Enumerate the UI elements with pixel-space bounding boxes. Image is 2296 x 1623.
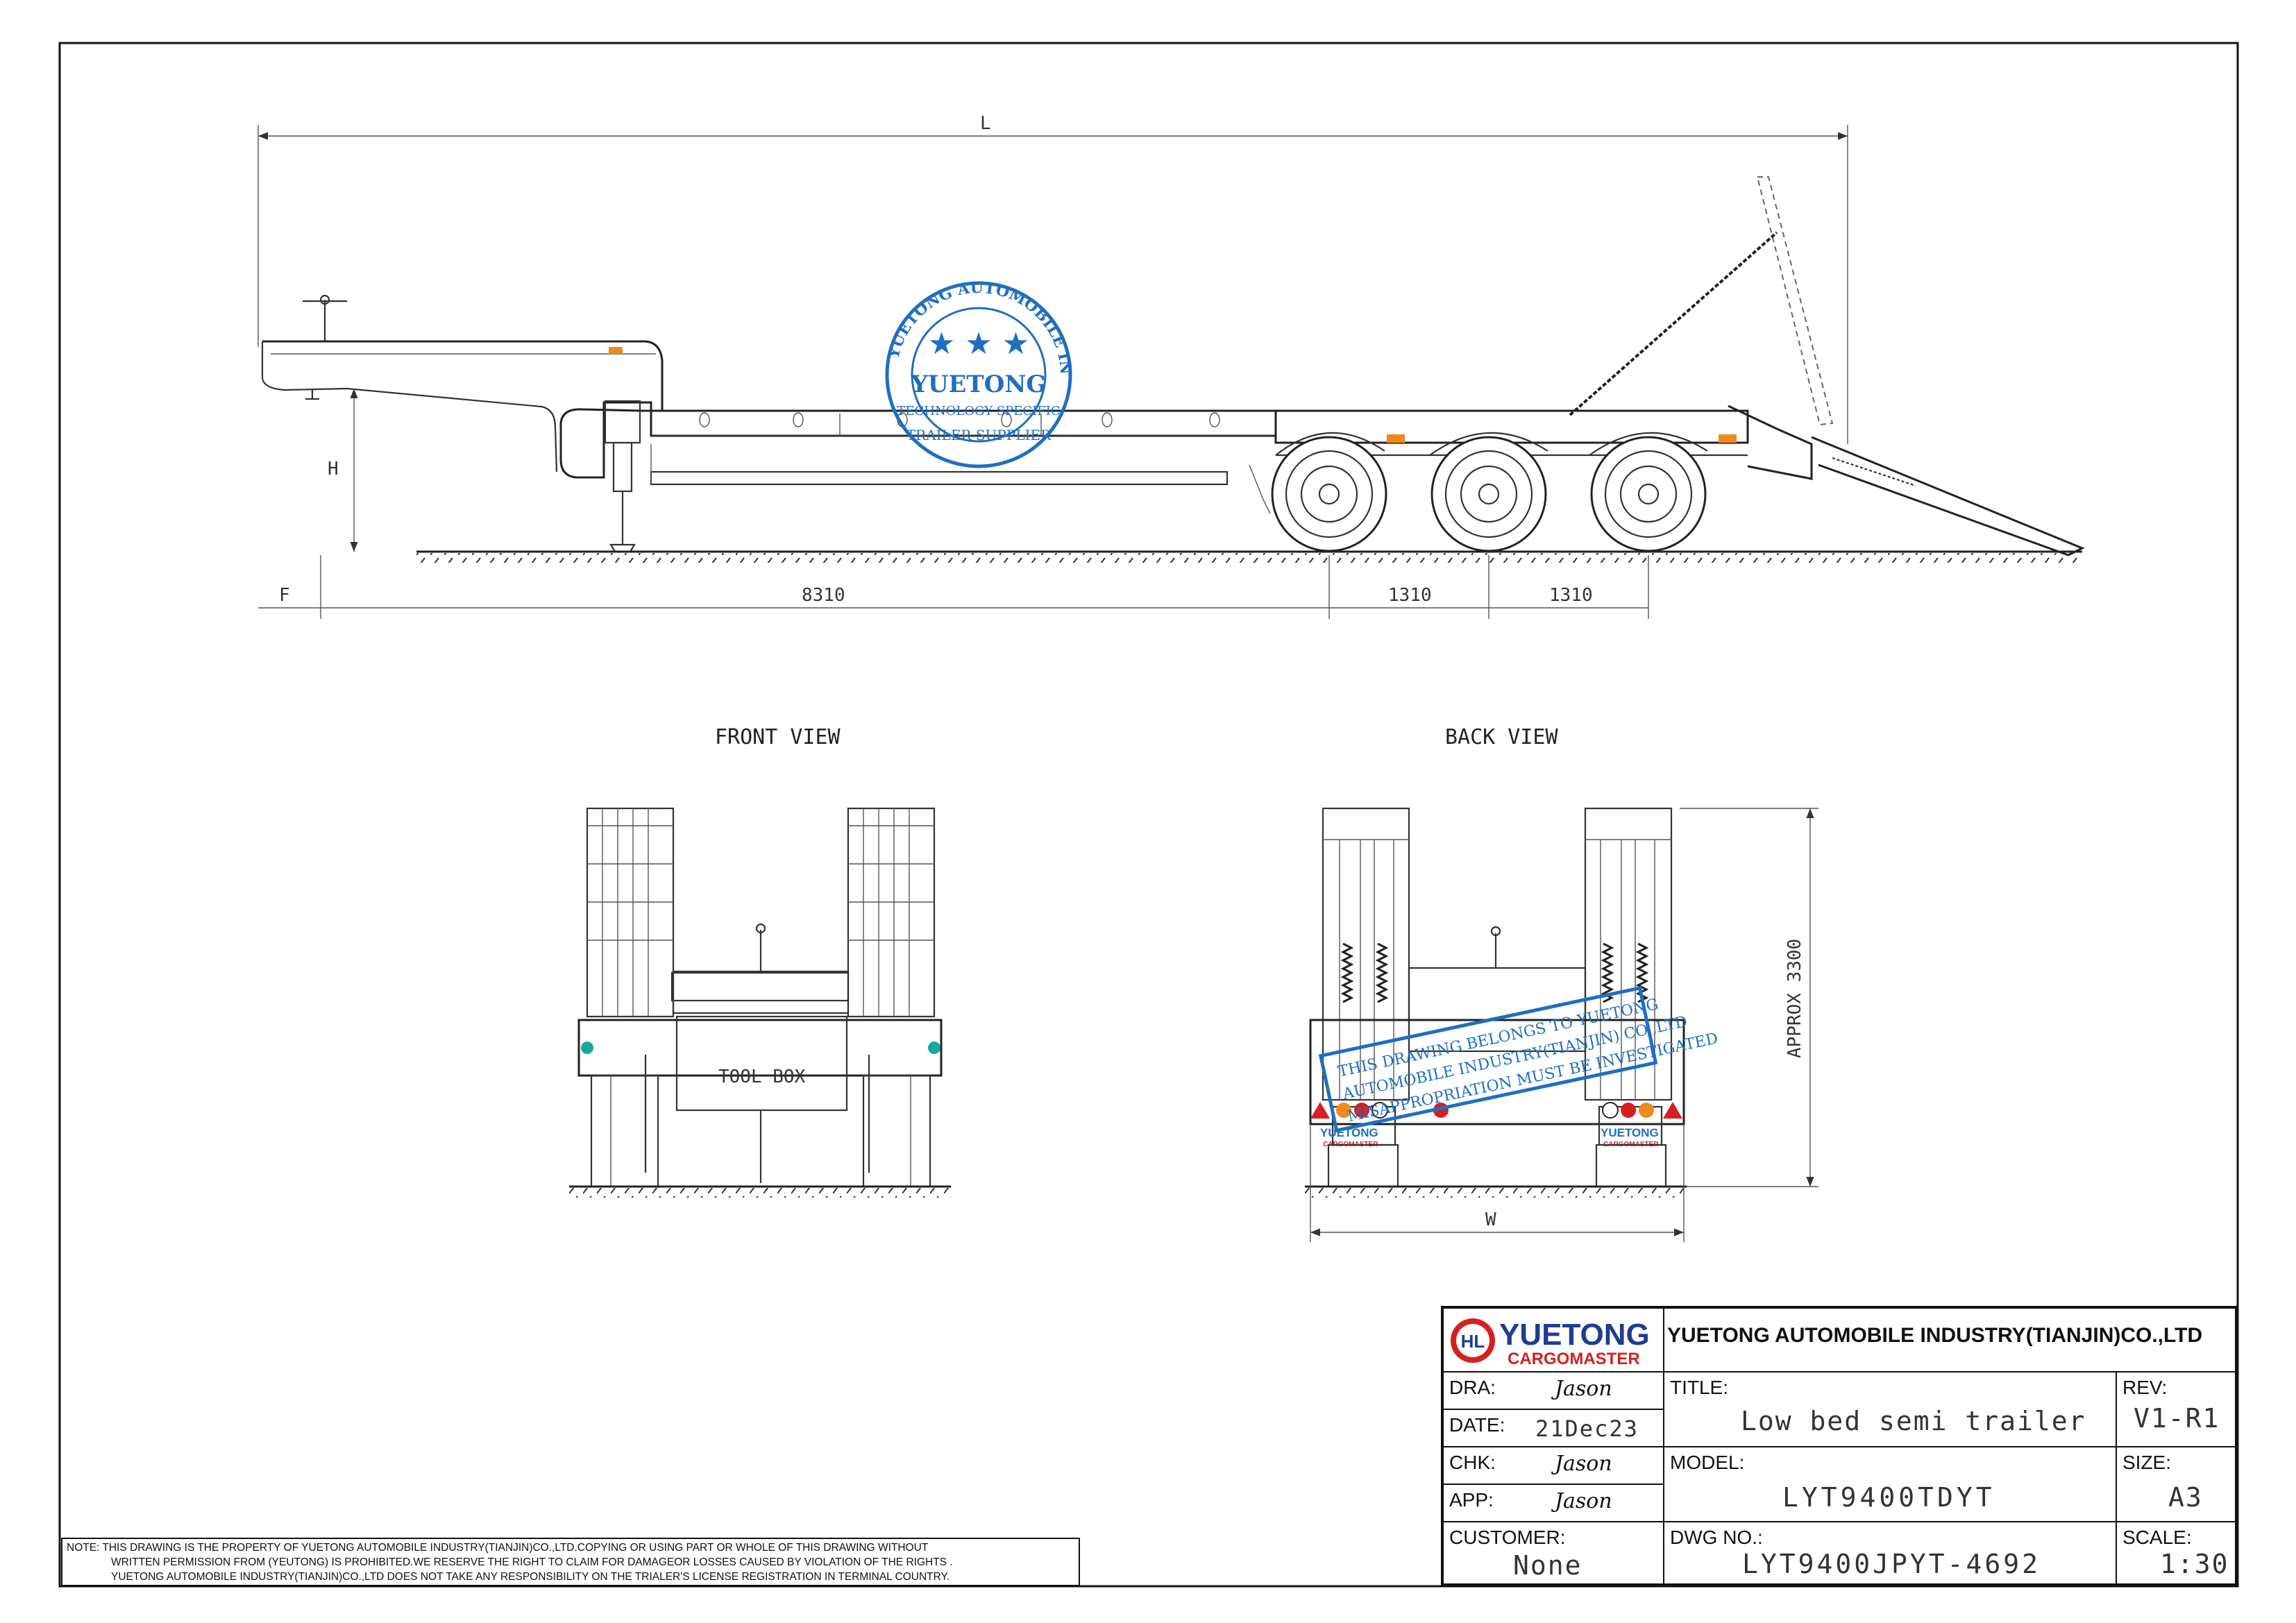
svg-text:HL: HL <box>1461 1331 1485 1352</box>
sheet-border <box>58 42 2239 1588</box>
svg-text:YUETONG: YUETONG <box>1499 1318 1650 1352</box>
chk-label: CHK: <box>1449 1452 1496 1473</box>
size-value: A3 <box>2168 1482 2203 1513</box>
company-name: YUETONG AUTOMOBILE INDUSTRY(TIANJIN)CO.,… <box>1667 1324 2203 1347</box>
front-view: FRONT VIEW TOOL BOX <box>569 725 951 1198</box>
dim-axle-spacing-2: 1310 <box>1549 585 1593 606</box>
rev-label: REV: <box>2122 1377 2168 1398</box>
logo-cell: HL YUETONG CARGOMASTER <box>1443 1308 1664 1372</box>
tool-box <box>675 1015 848 1112</box>
customer-label: CUSTOMER: <box>1449 1527 1566 1548</box>
dwg-cell: DWG NO.: LYT9400JPYT-4692 <box>1664 1522 2116 1584</box>
company-cell: YUETONG AUTOMOBILE INDUSTRY(TIANJIN)CO.,… <box>1664 1308 2236 1372</box>
scale-cell: SCALE: 1:30 <box>2116 1522 2236 1584</box>
dim-front: F <box>279 585 290 606</box>
dim-axle-spacing-1: 1310 <box>1388 585 1432 606</box>
size-cell: SIZE: A3 <box>2116 1447 2236 1522</box>
dim-height: H <box>328 459 339 479</box>
title-block: HL YUETONG CARGOMASTER YUETONG AUTOMOBIL… <box>1441 1306 2238 1586</box>
company-logo: HL YUETONG CARGOMASTER <box>1451 1318 1650 1368</box>
dim-kingpin-to-axle: 8310 <box>802 585 845 606</box>
dra-signature: Jason <box>1555 1377 1612 1401</box>
svg-text:CARGOMASTER: CARGOMASTER <box>1508 1350 1640 1368</box>
scale-label: SCALE: <box>2122 1527 2192 1548</box>
svg-text:TECHNOLOGY SPECIFIC: TECHNOLOGY SPECIFIC <box>897 404 1060 418</box>
model-cell: MODEL: LYT9400TDYT <box>1664 1447 2116 1522</box>
date-label: DATE: <box>1449 1414 1505 1436</box>
round-seal-stamp: YUETONG AUTOMOBILE INDUSTRY (TIANJIN) CO… <box>0 0 1074 468</box>
note-line-3: YUETONG AUTOMOBILE INDUSTRY(TIANJIN)CO.,… <box>111 1571 950 1583</box>
front-view-title: FRONT VIEW <box>715 725 841 749</box>
app-signature: Jason <box>1555 1489 1612 1513</box>
ownership-note: NOTE: THIS DRAWING IS THE PROPERTY OF YU… <box>61 1538 1080 1586</box>
back-view-title: BACK VIEW <box>1445 725 1558 749</box>
dim-overall-length: L <box>980 113 991 134</box>
scale-value: 1:30 <box>2160 1549 2229 1579</box>
app-label: APP: <box>1449 1489 1494 1511</box>
toolbox-label: TOOL BOX <box>718 1067 806 1087</box>
dwg-value: LYT9400JPYT-4692 <box>1742 1549 2041 1579</box>
size-label: SIZE: <box>2122 1452 2172 1473</box>
date-value: 21Dec23 <box>1535 1416 1639 1442</box>
back-view: BACK VIEW <box>1305 725 1818 1242</box>
dra-label: DRA: <box>1449 1377 1496 1398</box>
rev-value: V1-R1 <box>2134 1403 2220 1434</box>
chk-cell: CHK: Jason <box>1443 1447 1664 1484</box>
rear-logo-right: YUETONG <box>1601 1126 1659 1139</box>
title-cell: TITLE: Low bed semi trailer <box>1664 1372 2116 1447</box>
wheel-1 <box>1271 436 1387 552</box>
svg-text:YUETONG: YUETONG <box>911 371 1047 398</box>
date-cell: DATE: 21Dec23 <box>1443 1409 1664 1447</box>
note-line-1: NOTE: THIS DRAWING IS THE PROPERTY OF YU… <box>67 1542 929 1554</box>
dim-back-width: W <box>1485 1209 1496 1230</box>
svg-text:★ ★ ★: ★ ★ ★ <box>928 326 1029 362</box>
dim-back-height: APPROX 3300 <box>1784 939 1805 1058</box>
title-label: TITLE: <box>1670 1377 1729 1398</box>
rear-deck <box>1274 409 1749 444</box>
customer-cell: CUSTOMER: None <box>1443 1522 1664 1584</box>
svg-text:TRAILER SUPPLIER: TRAILER SUPPLIER <box>906 427 1052 443</box>
wheel-2 <box>1430 436 1547 552</box>
rev-cell: REV: V1-R1 <box>2116 1372 2236 1447</box>
svg-text:YUETONG AUTOMOBILE INDUSTRY (T: YUETONG AUTOMOBILE INDUSTRY (TIANJIN) CO… <box>0 0 1074 375</box>
dra-cell: DRA: Jason <box>1443 1372 1664 1409</box>
note-line-2: WRITTEN PERMISSION FROM (YEUTONG) IS PRO… <box>111 1556 953 1568</box>
gooseneck <box>262 340 664 479</box>
model-value: LYT9400TDYT <box>1782 1482 1995 1513</box>
chk-signature: Jason <box>1555 1452 1612 1476</box>
app-cell: APP: Jason <box>1443 1484 1664 1522</box>
side-view: L <box>258 113 2085 619</box>
wheel-3 <box>1590 436 1707 552</box>
rear-ramp <box>1569 176 2085 556</box>
title-value: Low bed semi trailer <box>1741 1406 2086 1436</box>
customer-value: None <box>1513 1550 1582 1581</box>
model-label: MODEL: <box>1670 1452 1745 1473</box>
dwg-label: DWG NO.: <box>1670 1527 1763 1548</box>
